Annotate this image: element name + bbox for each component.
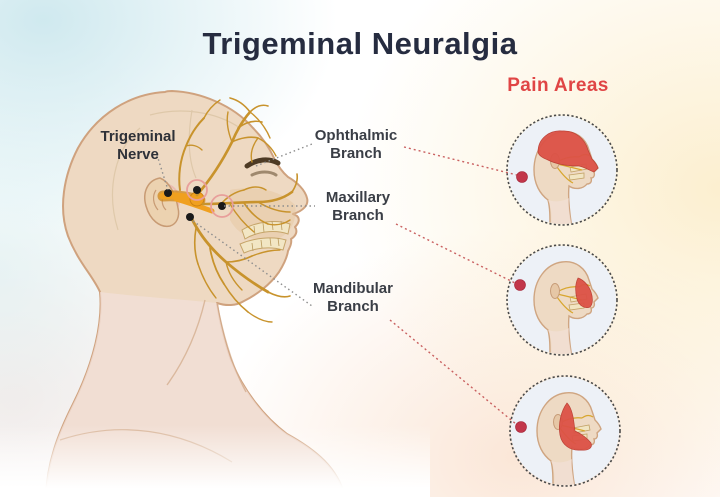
pain-area-mandibular-illustration bbox=[509, 375, 621, 487]
mini-neck-shade bbox=[551, 459, 575, 485]
pain-region-mandibular bbox=[559, 402, 592, 451]
mini-ear bbox=[550, 283, 560, 299]
auriculotemporal-nerves bbox=[178, 99, 221, 191]
pain-region-maxillary bbox=[575, 277, 593, 308]
pain-area-circle-maxillary bbox=[504, 242, 620, 358]
cheekbone-shade bbox=[230, 188, 296, 241]
halo-maxillary bbox=[210, 194, 234, 218]
mini-lower-teeth bbox=[568, 172, 585, 181]
mini-neck-shade bbox=[548, 328, 572, 354]
leader-trigeminal-nerve bbox=[156, 154, 169, 191]
label-maxillary-branch: Maxillary Branch bbox=[325, 189, 391, 224]
pain-area-circle-ophthalmic bbox=[504, 112, 620, 228]
dot-ophthalmic bbox=[193, 186, 201, 194]
pain-area-circle-mandibular bbox=[507, 373, 623, 489]
connector-maxillary bbox=[395, 223, 516, 284]
eyebrow bbox=[244, 157, 281, 169]
mandibular-branch-nerves bbox=[189, 215, 291, 323]
dotted-circle-ring bbox=[506, 244, 618, 356]
eye-shadow bbox=[250, 170, 278, 177]
label-mandibular-branch: Mandibular Branch bbox=[312, 280, 393, 315]
connector-ophthalmic bbox=[403, 146, 518, 176]
label-ophthalmic-branch: Ophthalmic Branch bbox=[314, 127, 398, 162]
label-leader-lines bbox=[156, 143, 315, 307]
mini-neck-shade bbox=[548, 198, 572, 224]
pain-region-ophthalmic bbox=[537, 130, 599, 173]
halo-ophthalmic bbox=[186, 179, 208, 201]
ophthalmic-branch-nerves bbox=[195, 97, 277, 197]
dot-trigeminal-root bbox=[164, 189, 172, 197]
pain-area-maxillary-illustration bbox=[506, 244, 618, 356]
bottom-white-fade bbox=[0, 425, 430, 497]
dotted-circle-ring bbox=[509, 375, 621, 487]
label-trigeminal-nerve: Trigeminal Nerve bbox=[100, 128, 176, 163]
pain-connector-lines bbox=[389, 146, 518, 425]
dot-mandibular bbox=[186, 213, 194, 221]
dot-maxillary bbox=[218, 202, 226, 210]
pain-area-ophthalmic-illustration bbox=[506, 114, 618, 226]
leader-ophthalmic bbox=[255, 143, 313, 167]
page-title: Trigeminal Neuralgia bbox=[202, 26, 518, 61]
maxillary-branch-nerves bbox=[201, 173, 299, 233]
ear bbox=[144, 177, 180, 228]
leader-mandibular bbox=[192, 220, 313, 307]
trigeminal-nerve-network bbox=[157, 97, 299, 323]
teeth bbox=[239, 220, 291, 254]
pain-areas-heading: Pain Areas bbox=[507, 75, 609, 96]
skull-suture-lines bbox=[112, 109, 241, 231]
connector-mandibular bbox=[389, 319, 517, 425]
